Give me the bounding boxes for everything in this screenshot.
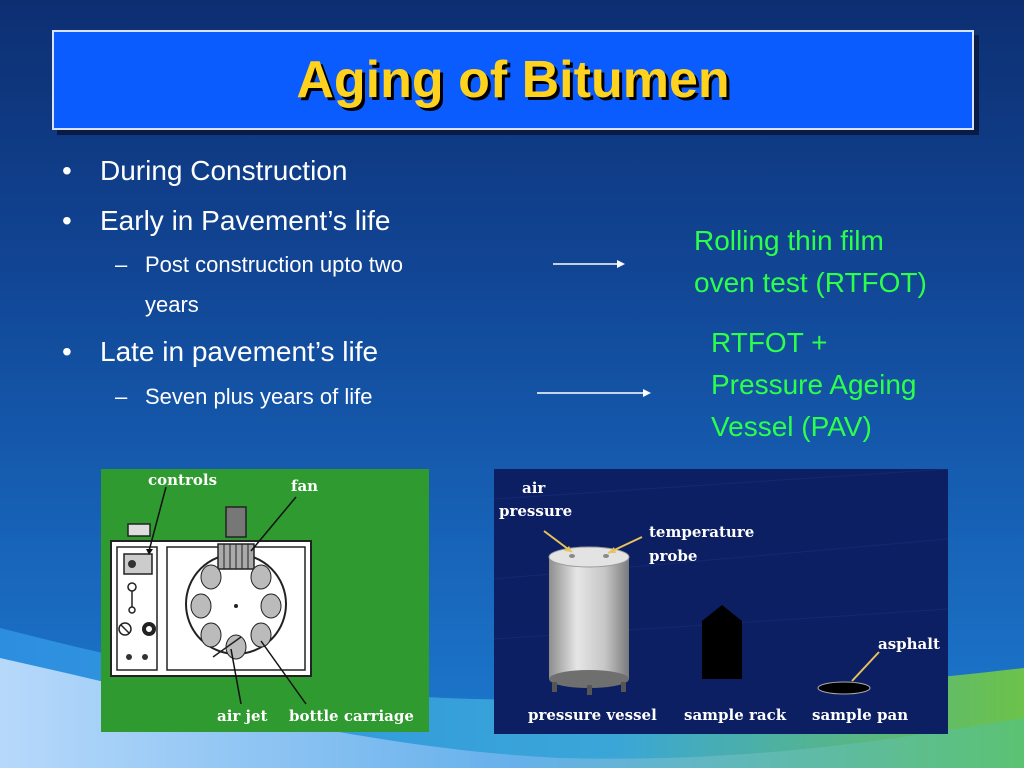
rtfot-diagram: controls fan air jet bottle carriage	[101, 469, 429, 732]
control-box-icon	[123, 553, 153, 575]
label-air-jet: air jet	[217, 707, 268, 725]
air-jet-leader	[230, 648, 242, 705]
label-controls: controls	[148, 471, 217, 489]
label-probe: probe	[649, 547, 697, 565]
title-banner: Aging of Bitumen	[52, 30, 974, 130]
bottle-icon	[260, 593, 282, 619]
bottle-icon	[200, 564, 222, 590]
sub-bullet-line: years	[145, 292, 199, 317]
fan-motor	[225, 506, 247, 538]
pav-line: Pressure Ageing	[711, 369, 917, 400]
label-fan: fan	[291, 477, 318, 495]
dash-glyph: –	[115, 252, 128, 277]
label-pressure-vessel: pressure vessel	[528, 706, 657, 724]
bullet-late-life: • Late in pavement’s life	[62, 336, 379, 368]
label-asphalt: asphalt	[878, 635, 940, 653]
sub-bullet-post-construction: – Post construction upto two years	[115, 245, 404, 325]
pav-label: RTFOT + Pressure Ageing Vessel (PAV)	[711, 322, 916, 448]
bottle-icon	[225, 634, 247, 660]
bullet-glyph: •	[62, 205, 72, 236]
sample-pan	[817, 681, 871, 695]
bottle-icon	[200, 622, 222, 648]
bottle-icon	[250, 564, 272, 590]
rtfot-label: Rolling thin film oven test (RTFOT)	[694, 220, 927, 304]
knob-icon	[128, 560, 136, 568]
sub-bullet-seven-years: – Seven plus years of life	[115, 377, 373, 417]
label-bottle-carriage: bottle carriage	[289, 707, 414, 725]
label-sample-rack: sample rack	[684, 706, 787, 724]
pav-diagram: air pressure temperature probe asphalt p…	[494, 469, 948, 734]
label-temperature: temperature	[649, 523, 754, 541]
bullet-glyph: •	[62, 155, 72, 186]
rtfot-line: Rolling thin film	[694, 225, 884, 256]
bullet-early-life: • Early in Pavement’s life	[62, 205, 391, 237]
dash-glyph: –	[115, 384, 128, 409]
vessel-lid	[548, 546, 630, 568]
slide-title: Aging of Bitumen	[296, 51, 730, 109]
pav-line: Vessel (PAV)	[711, 411, 872, 442]
rtfot-line: oven test (RTFOT)	[694, 267, 927, 298]
sample-rack	[702, 605, 742, 679]
label-sample-pan: sample pan	[812, 706, 908, 724]
controls-leader	[148, 486, 167, 552]
fan-leader	[250, 496, 297, 552]
arrow-pav	[537, 389, 651, 397]
bottle-icon	[250, 622, 272, 648]
label-air: air	[522, 479, 546, 497]
bottle-carriage-leader	[260, 640, 307, 705]
air-jet-nozzle	[212, 636, 242, 658]
bullet-text: During Construction	[100, 155, 348, 186]
bullet-text: Late in pavement’s life	[100, 336, 379, 367]
pav-line: RTFOT +	[711, 327, 828, 358]
sub-bullet-line: Post construction upto two	[145, 252, 404, 277]
display-icon	[127, 523, 151, 537]
asphalt-leader	[851, 651, 880, 682]
label-pressure: pressure	[499, 502, 572, 520]
pressure-vessel	[549, 557, 629, 679]
sub-bullet-line: Seven plus years of life	[145, 384, 373, 409]
bullet-text: Early in Pavement’s life	[100, 205, 391, 236]
bullet-glyph: •	[62, 336, 72, 367]
bullet-during-construction: • During Construction	[62, 155, 348, 187]
arrow-rtfot	[553, 260, 625, 268]
bottle-icon	[190, 593, 212, 619]
